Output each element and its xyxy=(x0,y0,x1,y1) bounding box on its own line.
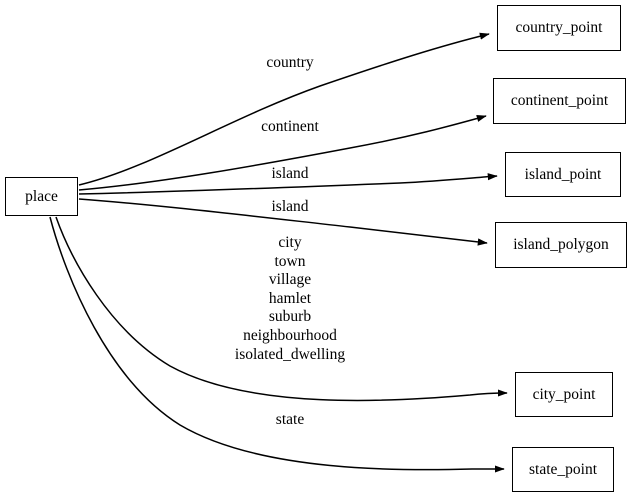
edge-label-line: hamlet xyxy=(268,289,312,307)
node-continent_point[interactable]: continent_point xyxy=(493,78,626,124)
edge-label-place-to-state_point: state xyxy=(275,411,305,428)
node-country_point[interactable]: country_point xyxy=(497,5,621,51)
edge-place-to-country_point xyxy=(78,32,490,186)
node-state_point[interactable]: state_point xyxy=(512,447,614,492)
edge-label-line: village xyxy=(268,271,312,289)
edge-label-place-to-island_point: island xyxy=(271,165,309,182)
node-island_polygon[interactable]: island_polygon xyxy=(495,222,627,268)
edge-place-to-city_point xyxy=(55,216,508,402)
node-label-continent_point: continent_point xyxy=(510,92,609,110)
edge-label-place-to-island_polygon: island xyxy=(271,198,309,215)
node-island_point[interactable]: island_point xyxy=(505,152,621,197)
edge-place-to-island_polygon xyxy=(78,198,488,246)
edge-label-place-to-country_point: country xyxy=(266,54,314,71)
node-label-place: place xyxy=(25,187,58,205)
edge-place-to-continent_point xyxy=(78,114,487,191)
edge-label-place-to-continent_point: continent xyxy=(261,118,319,135)
edge-label-line: suburb xyxy=(268,308,312,326)
edge-place-to-state_point xyxy=(49,216,505,473)
node-place[interactable]: place xyxy=(5,177,78,216)
edge-label-line: neighbourhood xyxy=(243,326,337,344)
edge-label-line: city xyxy=(278,234,302,251)
node-label-state_point: state_point xyxy=(528,460,598,478)
node-label-island_polygon: island_polygon xyxy=(513,236,609,254)
node-label-city_point: city_point xyxy=(532,385,596,403)
edge-path-group xyxy=(49,32,508,473)
edge-label-line: isolated_dwelling xyxy=(234,345,346,363)
edge-label-line: town xyxy=(274,252,306,270)
edge-place-to-island_point xyxy=(78,173,498,195)
node-city_point[interactable]: city_point xyxy=(515,372,613,417)
node-label-country_point: country_point xyxy=(515,19,603,37)
node-label-island_point: island_point xyxy=(524,165,602,183)
